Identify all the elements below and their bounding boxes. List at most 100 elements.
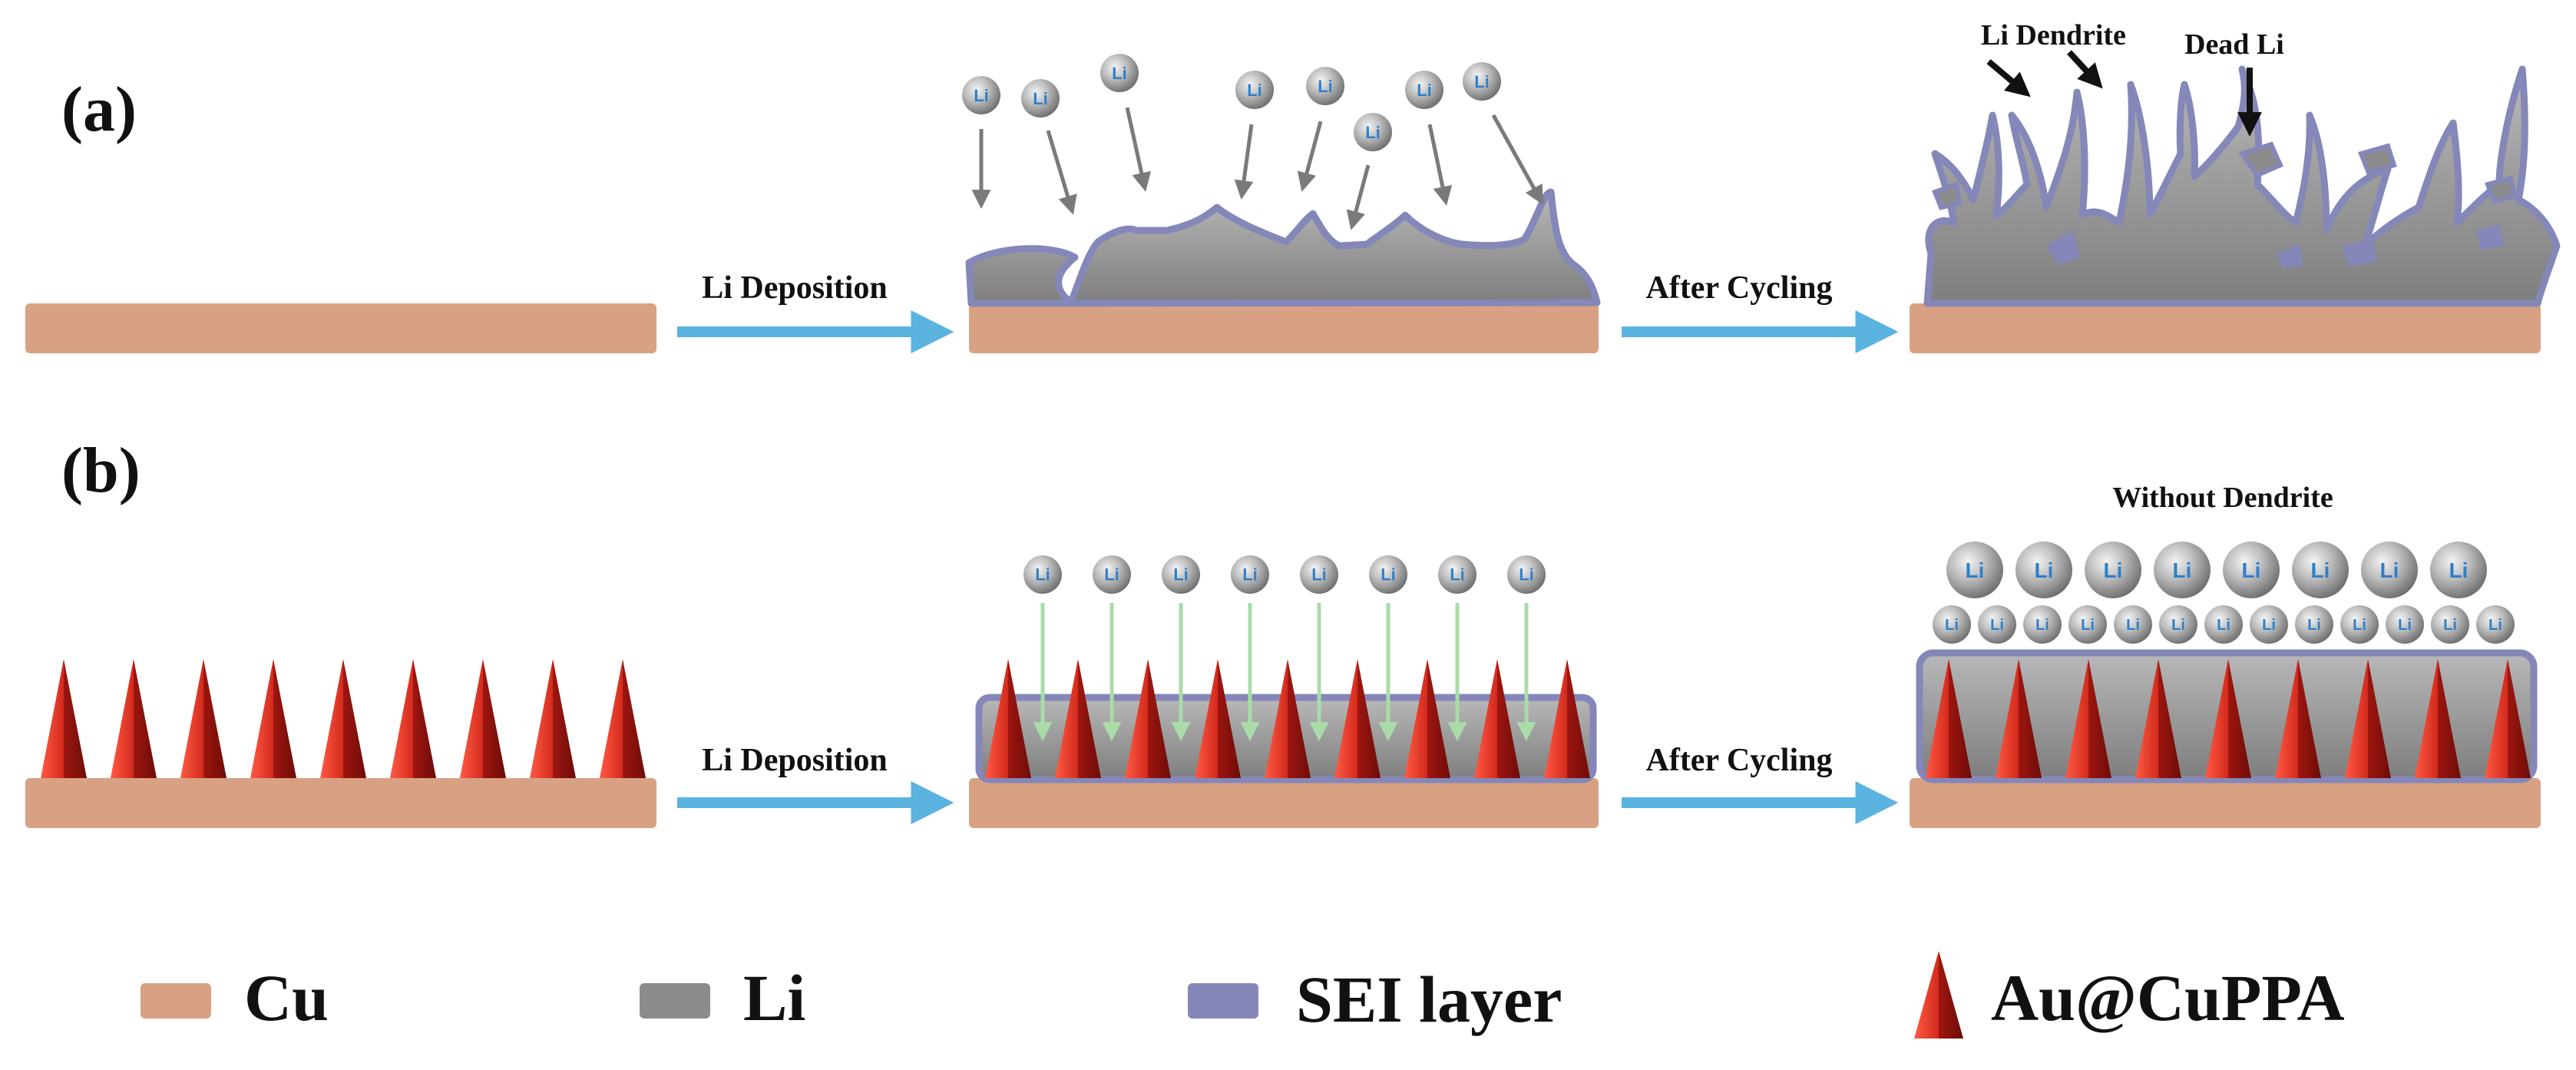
cu-substrate-b1 xyxy=(25,778,656,828)
panel-a: (a) Li Deposition After Cycling Li Li Li… xyxy=(25,19,2561,353)
legend-item-sei: SEI layer xyxy=(1188,962,1562,1036)
au-cuppa-spike xyxy=(600,659,646,778)
svg-text:Li: Li xyxy=(1112,64,1127,83)
annotation-li-dendrite: Li Dendrite xyxy=(1981,19,2126,51)
svg-text:Li: Li xyxy=(2104,558,2123,582)
svg-text:Li: Li xyxy=(2398,617,2412,634)
li-ion: Li xyxy=(2204,605,2243,644)
li-ion: Li xyxy=(1235,71,1274,109)
au-cuppa-spike xyxy=(111,659,157,778)
svg-text:Li: Li xyxy=(1450,565,1465,585)
spikes-group-b2 xyxy=(985,659,1590,778)
li-ion: Li xyxy=(2023,605,2062,644)
dead-li-fragment xyxy=(1932,181,1963,210)
svg-text:Li: Li xyxy=(2449,558,2469,582)
li-ion: Li xyxy=(2295,605,2333,644)
li-dendrites xyxy=(1923,65,2561,307)
li-ion: Li xyxy=(1933,605,1971,644)
legend: Cu Li SEI layer Au@CuPPA xyxy=(141,951,2345,1039)
annotation-dead-li: Dead Li xyxy=(2184,28,2284,61)
au-cuppa-spike xyxy=(320,659,366,778)
au-cuppa-spike xyxy=(1195,659,1241,778)
legend-label-sei: SEI layer xyxy=(1296,962,1562,1036)
svg-text:Li: Li xyxy=(2242,558,2261,582)
dead-li-fragment xyxy=(2485,175,2518,204)
legend-item-au: Au@CuPPA xyxy=(1914,951,2345,1039)
au-cuppa-spike xyxy=(1926,659,1972,778)
svg-text:Li: Li xyxy=(1365,123,1381,142)
au-cuppa-spike xyxy=(1404,659,1450,778)
li-ion: Li xyxy=(2431,605,2469,644)
li-ion: Li xyxy=(2250,605,2288,644)
svg-text:Li: Li xyxy=(1318,77,1333,96)
au-cuppa-spike xyxy=(1055,659,1101,778)
label-cycling-b: After Cycling xyxy=(1646,743,1833,778)
label-deposition-b: Li Deposition xyxy=(702,743,888,778)
li-ion: Li xyxy=(962,76,1000,114)
au-cuppa-spike xyxy=(1334,659,1381,778)
svg-text:Li: Li xyxy=(2262,617,2276,634)
li-ion: Li xyxy=(2340,605,2379,644)
li-ion: Li xyxy=(1507,555,1546,594)
au-cuppa-spike xyxy=(2415,659,2461,778)
pointer-dendrite-2 xyxy=(2067,50,2103,89)
li-ion: Li xyxy=(1978,605,2016,644)
svg-text:Li: Li xyxy=(1474,72,1490,91)
label-deposition-a: Li Deposition xyxy=(702,270,888,306)
dead-li-fragment xyxy=(2357,143,2397,176)
au-cuppa-spike xyxy=(390,659,436,778)
svg-text:Li: Li xyxy=(2035,617,2049,634)
svg-text:Li: Li xyxy=(2307,617,2321,634)
svg-text:Li: Li xyxy=(1242,565,1258,585)
li-ion: Li xyxy=(1946,542,2003,598)
svg-text:Li: Li xyxy=(2488,617,2502,634)
cu-substrate-a2 xyxy=(969,303,1599,353)
annotation-without-dendrite: Without Dendrite xyxy=(2112,482,2333,514)
au-cuppa-spike xyxy=(250,659,296,778)
li-ion: Li xyxy=(1463,62,1501,101)
li-ion: Li xyxy=(2292,542,2349,598)
dead-li-fragment xyxy=(2277,244,2303,269)
svg-text:Li: Li xyxy=(2035,558,2054,582)
dead-li-fragment xyxy=(2046,230,2081,265)
dead-li-fragment xyxy=(2238,141,2283,178)
au-cuppa-spike xyxy=(1265,659,1311,778)
cu-substrate-a1 xyxy=(25,303,656,353)
svg-text:Li: Li xyxy=(974,86,989,105)
au-cuppa-spike xyxy=(2345,659,2391,778)
spikes-group-b1 xyxy=(41,659,646,778)
au-cuppa-spike xyxy=(530,659,576,778)
li-ion: Li xyxy=(1438,555,1476,594)
au-cuppa-spike xyxy=(1544,659,1590,778)
svg-text:Li: Li xyxy=(1247,81,1262,100)
au-cuppa-spike xyxy=(1474,659,1520,778)
li-ion: Li xyxy=(1093,555,1131,594)
legend-item-li: Li xyxy=(640,961,805,1035)
svg-text:Li: Li xyxy=(1945,617,1959,634)
legend-item-cu: Cu xyxy=(141,961,329,1035)
legend-swatch-cu xyxy=(141,983,211,1019)
li-ion: Li xyxy=(1231,555,1269,594)
legend-label-au: Au@CuPPA xyxy=(1991,961,2345,1035)
dead-li-fragment xyxy=(2342,240,2376,267)
svg-text:Li: Li xyxy=(2311,558,2330,582)
au-cuppa-spike xyxy=(2485,659,2531,778)
svg-text:Li: Li xyxy=(2126,617,2140,634)
cu-substrate-b2 xyxy=(969,778,1599,828)
li-ion: Li xyxy=(2015,542,2072,598)
li-ion: Li xyxy=(2386,605,2424,644)
li-ion: Li xyxy=(1023,555,1062,594)
au-cuppa-spike xyxy=(1125,659,1171,778)
au-cuppa-spike xyxy=(2275,659,2321,778)
svg-text:Li: Li xyxy=(1990,617,2004,634)
li-ion: Li xyxy=(2085,542,2141,598)
dead-li-fragment xyxy=(2476,224,2505,250)
legend-label-li: Li xyxy=(743,961,805,1035)
li-ion: Li xyxy=(2154,542,2211,598)
li-ion: Li xyxy=(1354,113,1392,151)
svg-text:Li: Li xyxy=(1035,565,1050,585)
au-cuppa-spike xyxy=(41,659,87,778)
